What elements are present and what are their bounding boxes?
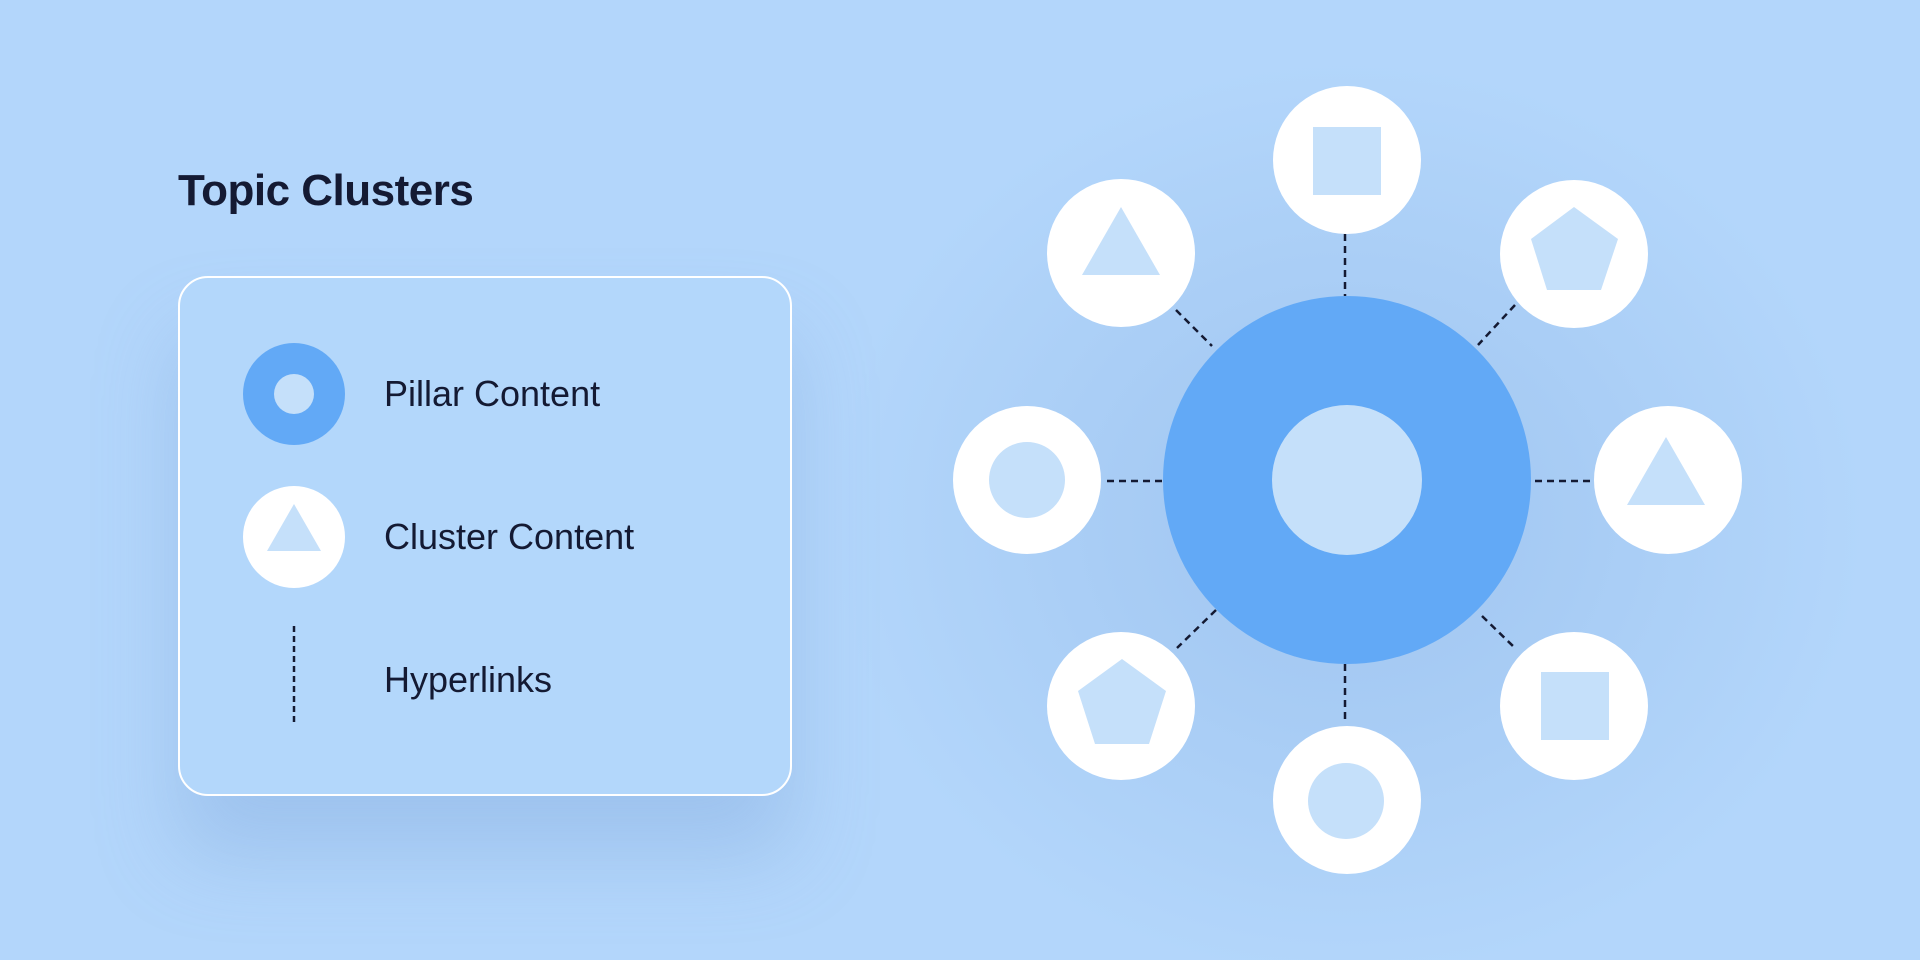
pillar-ring-icon [243, 343, 345, 445]
page-title: Topic Clusters [178, 166, 474, 215]
link-top-right [1477, 304, 1516, 346]
cluster-node-top-right [1500, 180, 1648, 328]
cluster-node-right [1594, 406, 1742, 554]
pentagon-icon [1078, 659, 1166, 744]
hyperlinks [1107, 234, 1593, 724]
cluster-node-bottom-right [1500, 632, 1648, 780]
circle-icon [1308, 763, 1384, 839]
cluster-node-bottom-left [1047, 632, 1195, 780]
dashed-line-icon [292, 626, 296, 726]
legend-item-cluster: Cluster Content [180, 485, 790, 589]
link-top-left [1175, 309, 1213, 347]
link-bottom-left [1176, 609, 1217, 649]
legend-item-pillar: Pillar Content [180, 342, 790, 446]
square-icon [1313, 127, 1381, 195]
cluster-node-top [1273, 86, 1421, 234]
link-bottom-right [1481, 615, 1516, 649]
legend-label: Hyperlinks [384, 659, 553, 700]
cluster-node-left [953, 406, 1101, 554]
pentagon-icon [1531, 207, 1618, 290]
legend-card: Pillar Content Cluster Content Hyperlink… [178, 276, 792, 796]
cluster-node-bottom [1273, 726, 1421, 874]
square-icon [1541, 672, 1609, 740]
legend-item-hyperlinks: Hyperlinks [180, 626, 790, 732]
legend-label: Cluster Content [384, 516, 635, 557]
cluster-triangle-icon [243, 486, 345, 588]
cluster-node-top-left [1047, 179, 1195, 327]
circle-icon [989, 442, 1065, 518]
triangle-icon [1627, 437, 1705, 505]
legend-label: Pillar Content [384, 373, 601, 414]
triangle-icon [1082, 207, 1160, 275]
pillar-node [1163, 296, 1531, 664]
